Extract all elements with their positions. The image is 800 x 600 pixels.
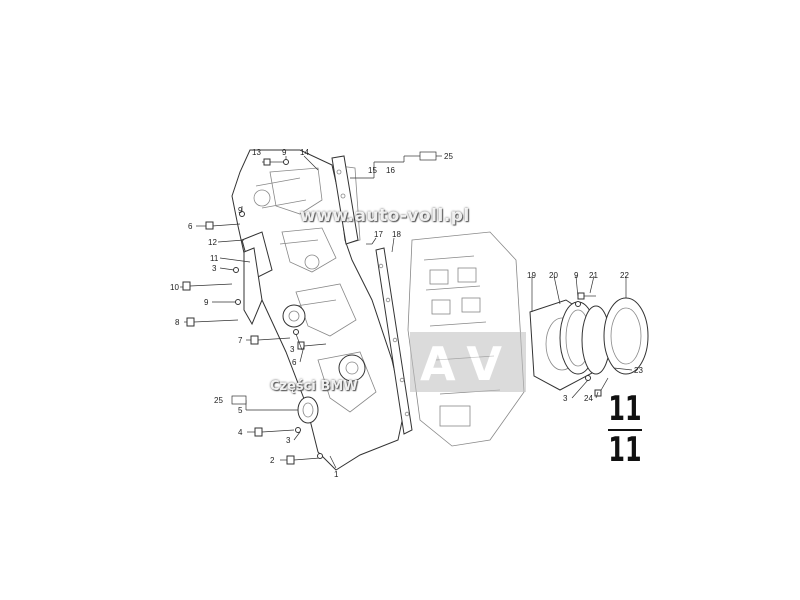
- callout-20: 20: [549, 271, 558, 280]
- callout-1: 1: [334, 470, 339, 479]
- callout-6: 6: [292, 358, 297, 367]
- callout-9: 9: [204, 298, 209, 307]
- ref-box-top: [419, 151, 437, 161]
- ref-box-left: [231, 395, 247, 405]
- callout-14: 14: [300, 148, 309, 157]
- callout-22: 22: [620, 271, 629, 280]
- callout-3: 3: [286, 436, 291, 445]
- side-gasket: [375, 247, 413, 435]
- callout-labels: 1 2 3 3 3 3 4 5 6 6 7 8 9 9 9 9 10 11 12…: [170, 148, 643, 479]
- callout-7: 7: [238, 336, 243, 345]
- watermark-url: www.auto-voll.pl: [300, 206, 470, 226]
- callout-15: 15: [368, 166, 377, 175]
- callout-3: 3: [212, 264, 217, 273]
- callout-25: 25: [444, 152, 453, 161]
- group-number-bottom: 11: [608, 430, 642, 470]
- callout-18: 18: [392, 230, 401, 239]
- callout-21: 21: [589, 271, 598, 280]
- watermark-subtitle: Części BMW: [270, 379, 358, 394]
- group-number-top: 11: [608, 389, 642, 429]
- callout-8: 8: [175, 318, 180, 327]
- callout-9: 9: [238, 206, 243, 215]
- callout-12: 12: [208, 238, 217, 247]
- callout-17: 17: [374, 230, 383, 239]
- callout-25: 25: [214, 396, 223, 405]
- callout-13: 13: [252, 148, 261, 157]
- callout-3: 3: [563, 394, 568, 403]
- callout-2: 2: [270, 456, 275, 465]
- callout-16: 16: [386, 166, 395, 175]
- callout-4: 4: [238, 428, 243, 437]
- group-number-divider: [608, 429, 642, 431]
- callout-24: 24: [584, 394, 593, 403]
- callout-5: 5: [238, 406, 243, 415]
- rear-cover-parts: [529, 297, 649, 391]
- leader-lines: [180, 155, 633, 469]
- watermark-logo-text: AV: [420, 337, 516, 391]
- bracket: [241, 231, 273, 326]
- crankshaft-seal: [297, 396, 319, 424]
- callout-3: 3: [290, 345, 295, 354]
- callout-19: 19: [527, 271, 536, 280]
- callout-9: 9: [282, 148, 287, 157]
- bolts: [182, 158, 609, 465]
- callout-10: 10: [170, 283, 179, 292]
- watermark-logo: AV: [410, 332, 526, 392]
- callout-23: 23: [634, 366, 643, 375]
- upper-gasket: [331, 155, 359, 245]
- callout-9: 9: [574, 271, 579, 280]
- callout-6: 6: [188, 222, 193, 231]
- callout-11: 11: [210, 254, 219, 263]
